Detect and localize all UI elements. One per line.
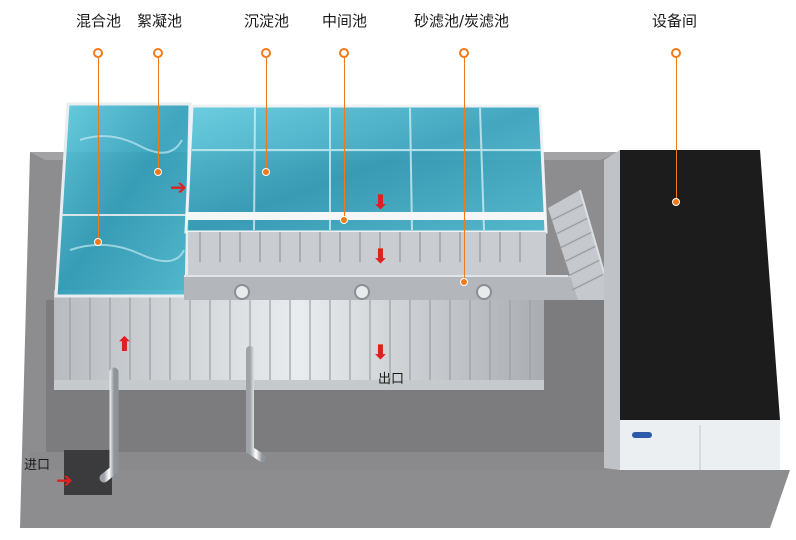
callout-point-equipment (672, 198, 680, 206)
tank-body (54, 290, 544, 390)
callout-lead-flocculation (158, 54, 159, 172)
equipment-room-cabinet (604, 150, 780, 470)
callout-lead-filter (464, 54, 465, 282)
flow-arrow-up: ⬆ (116, 332, 133, 356)
label-filter-tanks: 砂滤池/炭滤池 (414, 12, 510, 30)
flow-arrow-inlet: ➔ (56, 468, 73, 492)
callout-lead-equipment (676, 54, 677, 202)
label-mixing-tank: 混合池 (76, 12, 122, 30)
sedimentation-filter-tank (184, 104, 548, 276)
callout-ring-intermediate (339, 48, 349, 58)
flow-arrow-down-outlet: ⬇ (372, 340, 389, 364)
label-flocculation-tank: 絮凝池 (137, 12, 183, 30)
callout-point-intermediate (340, 216, 348, 224)
walkway-platform (184, 275, 600, 300)
label-sedimentation-tank: 沉淀池 (244, 12, 290, 30)
flow-arrow-down-2: ⬇ (372, 244, 389, 268)
callout-ring-sedimentation (261, 48, 271, 58)
pipework (99, 345, 524, 483)
callout-lead-intermediate (344, 54, 345, 220)
label-equipment-room: 设备间 (652, 12, 698, 30)
callout-ring-flocculation (153, 48, 163, 58)
label-inlet: 进口 (24, 458, 51, 473)
callout-ring-filter (459, 48, 469, 58)
callout-lead-mixing (98, 54, 99, 242)
label-outlet: 出口 (378, 372, 405, 387)
callout-point-sedimentation (262, 168, 270, 176)
flow-arrow-down-1: ⬇ (372, 190, 389, 214)
callout-ring-equipment (671, 48, 681, 58)
callout-point-mixing (94, 238, 102, 246)
mixing-flocculation-tank (54, 102, 192, 298)
callout-lead-sedimentation (266, 54, 267, 172)
flow-arrow-to-sedimentation: ➔ (170, 175, 187, 199)
callout-point-flocculation (154, 168, 162, 176)
callout-ring-mixing (93, 48, 103, 58)
label-intermediate-tank: 中间池 (322, 12, 368, 30)
callout-point-filter (460, 278, 468, 286)
